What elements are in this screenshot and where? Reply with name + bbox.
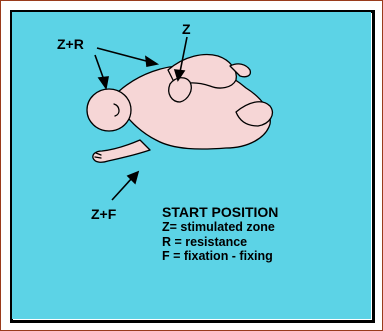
infant-head	[87, 89, 131, 131]
legend-line-z: Z= stimulated zone	[162, 220, 278, 235]
label-z-plus-r: Z+R	[57, 36, 84, 52]
label-z: Z	[182, 21, 191, 37]
legend-line-f: F = fixation - fixing	[162, 249, 278, 264]
label-z-plus-f: Z+F	[91, 206, 116, 222]
legend-line-r: R = resistance	[162, 235, 278, 250]
legend: START POSITION Z= stimulated zone R = re…	[162, 205, 278, 264]
legend-title: START POSITION	[162, 205, 278, 220]
